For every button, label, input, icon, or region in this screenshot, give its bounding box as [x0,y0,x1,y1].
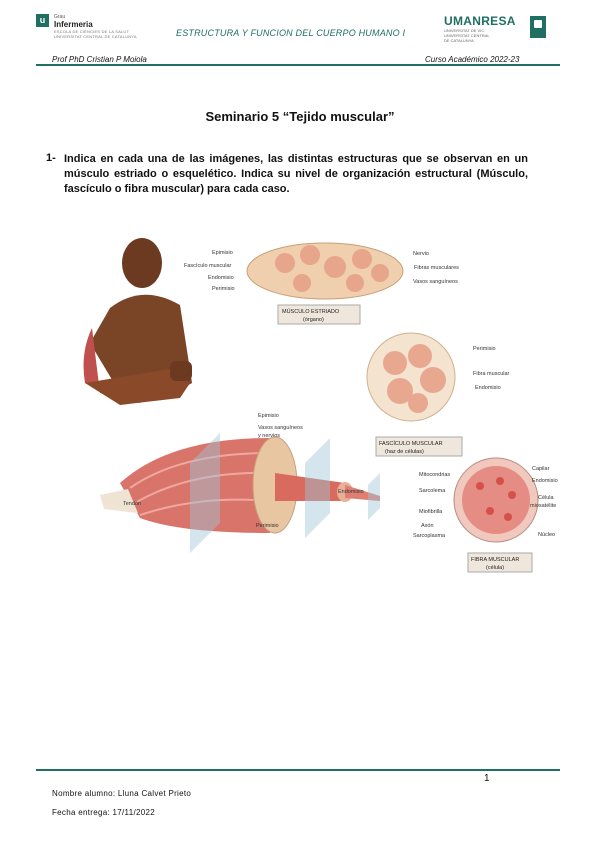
label-perimisio-top: Perimisio [212,286,235,292]
label-fasciculo: Fascículo muscular [184,263,232,269]
label-fibra-mid: Fibra muscular [473,371,510,377]
human-figure-illustration [84,238,192,405]
umanresa-fine: UNIVERSITAT DE VIC UNIVERSITAT CENTRAL D… [444,28,522,43]
logo-program: Infermeria [54,20,176,29]
label-epimisio-bottom: Epimisio [258,413,279,419]
course-title: ESTRUCTURA Y FUNCION DEL CUERPO HUMANO I [176,28,405,38]
label-nucleo: Núcleo [538,532,555,538]
page-number: 1 [484,773,490,784]
organ-level-title: MÚSCULO ESTRIADO [282,308,340,315]
student-name: Nombre alumno: Lluna Calvet Prieto [52,789,191,798]
label-sarcolema: Sarcolema [419,488,446,494]
label-celula-2: miosatélite [530,503,556,509]
umanresa-wordmark: UMANRESA [444,14,516,28]
label-capilar: Capilar [532,466,550,472]
fascicle-level-subtitle: (haz de células) [385,449,424,455]
label-miofibrilla: Miofibrilla [419,509,443,515]
label-endomisio-mid: Endomisio [475,385,501,391]
skeletal-muscle-figure: Epimisio Fascículo muscular Endomisio Pe… [80,233,560,578]
label-vasos-top: Vasos sanguíneos [413,279,458,285]
header-divider [36,64,560,66]
label-celula-1: Célula [538,495,555,501]
umanresa-fine-3: DE CATALUNYA [444,38,522,43]
label-nervio: Nervio [413,251,429,257]
logo-fine-2: UNIVERSITAT CENTRAL DE CATALUNYA [54,34,176,39]
label-epimisio-top: Epimisio [212,250,233,256]
label-vasos-bottom-2: y nervios [258,433,280,439]
question-number: 1- [46,152,56,164]
label-endomisio-bottom: Endomisio [338,489,364,495]
muscle-cross-section [247,243,403,299]
footer-divider [36,769,560,771]
delivery-date: Fecha entrega: 17/11/2022 [52,808,155,817]
label-perimisio-bottom: Perimisio [256,523,279,529]
label-mitocondrias: Mitocondrias [419,472,450,478]
professor-name: Prof PhD Cristian P Moiola [52,55,147,64]
label-endomisio-fiber: Endomisio [532,478,558,484]
fascicle-level-title: FASCÍCULO MUSCULAR [379,440,443,447]
fiber-level-subtitle: (célula) [486,565,504,571]
academic-year: Curso Académico 2022-23 [425,55,519,64]
nursing-school-logo: u Grau Infermeria ESCOLA DE CIÈNCIES DE … [36,14,176,46]
label-axon: Axón [421,523,434,529]
fiber-level-title: FIBRA MUSCULAR [471,557,519,563]
label-sarcoplasma: Sarcoplasma [413,533,446,539]
logo-mark: u [36,14,49,27]
organ-level-subtitle: (órgano) [303,317,324,323]
label-tendon: Tendón [123,501,141,507]
label-fibras: Fibras musculares [414,265,459,271]
university-seal-icon [530,16,546,38]
question-text: Indica en cada una de las imágenes, las … [64,152,528,197]
label-endomisio-top: Endomisio [208,275,234,281]
umanresa-logo: UMANRESA UNIVERSITAT DE VIC UNIVERSITAT … [444,14,554,48]
seminar-title: Seminario 5 “Tejido muscular” [0,109,600,124]
fiber-cross-section [454,458,538,542]
label-perimisio-mid: Perimisio [473,346,496,352]
logo-text: Grau Infermeria ESCOLA DE CIÈNCIES DE LA… [54,14,176,39]
label-vasos-bottom-1: Vasos sanguíneos [258,425,303,431]
fascicle-cross-section [367,333,455,421]
